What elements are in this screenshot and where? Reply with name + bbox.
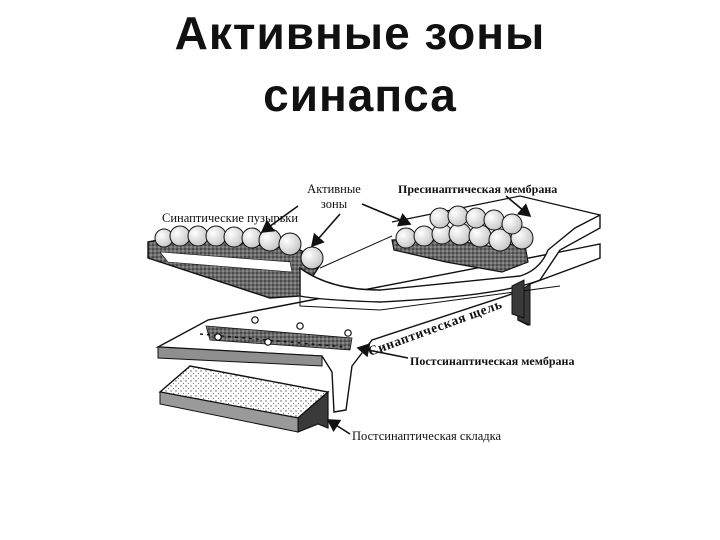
label-active-zones-line2: зоны — [321, 197, 348, 211]
label-postsynaptic-membrane: Постсинаптическая мембрана — [410, 354, 574, 368]
synaptic-vesicles — [154, 205, 534, 270]
label-active-zones-line1: Активные — [307, 182, 361, 196]
arrow-presynaptic — [505, 195, 532, 218]
slide-title: Активные зоны синапса — [0, 2, 720, 126]
label-postsynaptic-fold: Постсинаптическая складка — [352, 429, 502, 443]
arrow-active-zone-left — [310, 213, 341, 248]
arrow-vesicles — [260, 205, 299, 233]
arrow-fold — [326, 419, 351, 435]
label-synaptic-vesicles: Синаптические пузырьки — [162, 211, 298, 225]
postsynaptic-fold — [158, 365, 330, 433]
leader-arrows — [260, 195, 532, 435]
presynaptic-membrane — [147, 195, 601, 319]
title-line-2: синапса — [263, 69, 457, 121]
title-line-1: Активные зоны — [174, 7, 546, 59]
label-presynaptic-membrane: Пресинаптическая мембрана — [398, 182, 557, 196]
arrow-postsynaptic — [356, 343, 409, 359]
arrow-active-zone-right — [361, 203, 412, 227]
